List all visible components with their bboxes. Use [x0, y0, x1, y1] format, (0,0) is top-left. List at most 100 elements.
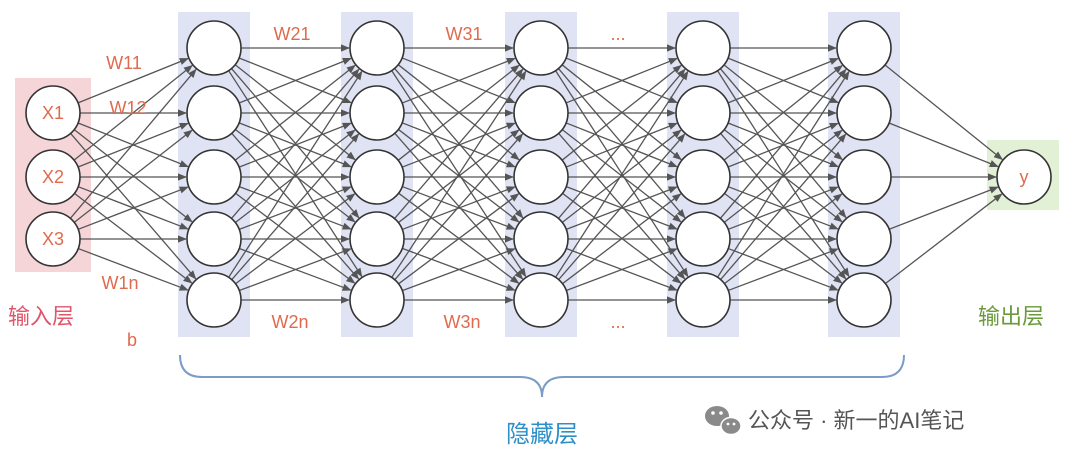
- hidden-node-l4-1: [675, 20, 731, 76]
- edge-h4-3-h5-2: [727, 122, 839, 168]
- hidden-node-l4-4: [675, 211, 731, 267]
- edge-input-3-h1-1: [69, 68, 197, 219]
- hidden-node-l1-1: [186, 20, 242, 76]
- edge-h5-5-output: [885, 193, 1003, 285]
- hidden-node-l2-5: [349, 272, 405, 328]
- edge-h3-4-h4-2: [561, 129, 682, 223]
- edge-h3-3-h4-2: [565, 122, 678, 168]
- input-node-3: [25, 211, 81, 267]
- hidden-node-l2-4: [349, 211, 405, 267]
- hidden-node-l2-3: [349, 149, 405, 205]
- input-node-1: [25, 85, 81, 141]
- input-layer-label: 输入层: [8, 304, 74, 329]
- edge-h2-4-h3-2: [398, 129, 520, 224]
- edge-h3-2-h4-1: [565, 57, 678, 104]
- hidden-node-l3-3: [513, 149, 569, 205]
- weight-label-ellipsis-top: ...: [610, 24, 625, 44]
- edge-h1-5-h2-2: [231, 133, 360, 281]
- edge-h2-3-h3-2: [401, 122, 516, 168]
- output-layer-label: 输出层: [978, 304, 1044, 329]
- edge-input-3-h1-2: [73, 129, 193, 223]
- hidden-node-l3-2: [513, 85, 569, 141]
- edge-h1-3-h2-2: [238, 122, 352, 168]
- hidden-node-l5-1: [836, 20, 892, 76]
- edge-h4-4-h5-2: [723, 129, 843, 223]
- edge-h4-3-h5-1: [723, 64, 843, 161]
- hidden-node-l5-4: [836, 211, 892, 267]
- edge-h1-4-h2-1: [231, 68, 360, 219]
- edge-input-2-h1-5: [74, 192, 193, 284]
- hidden-node-l3-4: [513, 211, 569, 267]
- hidden-node-l4-2: [675, 85, 731, 141]
- hidden-node-l1-5: [186, 272, 242, 328]
- edge-h2-5-h3-3: [398, 193, 520, 285]
- hidden-node-l1-4: [186, 211, 242, 267]
- weight-label-w12: W12: [109, 98, 146, 118]
- edge-input-3-h1-3: [77, 186, 189, 230]
- hidden-node-l5-5: [836, 272, 892, 328]
- edge-h2-4-h3-1: [394, 68, 524, 219]
- input-node-2: [25, 149, 81, 205]
- hidden-node-l1-2: [186, 85, 242, 141]
- edge-h1-5-h2-3: [235, 193, 356, 285]
- edge-h4-5-h5-4: [728, 248, 839, 292]
- weight-label-w3n: W3n: [443, 312, 480, 332]
- edge-input-1-h1-1: [77, 57, 189, 104]
- edge-h3-5-h4-3: [562, 193, 682, 285]
- edge-h5-2-output: [888, 122, 999, 168]
- input-node-1-label: X1: [42, 103, 64, 123]
- edge-h2-5-h3-4: [402, 248, 516, 292]
- edge-h2-2-h3-1: [401, 57, 516, 104]
- wechat-icon: [705, 406, 742, 436]
- edge-h5-1-output: [884, 64, 1003, 160]
- hidden-node-l2-2: [349, 85, 405, 141]
- weight-label-w1n: W1n: [101, 273, 138, 293]
- hidden-node-l5-3: [836, 149, 892, 205]
- output-node: [996, 149, 1052, 205]
- watermark-text: 公众号 · 新一的AI笔记: [748, 408, 964, 433]
- edge-h4-5-h5-1: [716, 70, 850, 278]
- edge-h4-4-h5-3: [727, 186, 839, 230]
- hidden-node-l1-3: [186, 149, 242, 205]
- edge-h3-4-h4-3: [565, 186, 678, 230]
- edge-h3-5-h4-2: [558, 133, 686, 281]
- edge-h4-5-h5-2: [720, 133, 847, 280]
- watermark: 公众号 · 新一的AI笔记: [705, 406, 964, 436]
- edge-input-1-h1-5: [70, 133, 197, 280]
- edge-h1-5-h2-1: [228, 70, 363, 278]
- edge-h2-3-h3-1: [397, 64, 520, 161]
- edge-h3-3-h4-1: [561, 64, 682, 161]
- weight-label-w31: W31: [445, 24, 482, 44]
- edge-h3-5-h4-1: [555, 70, 689, 278]
- output-node-label: y: [1020, 167, 1029, 187]
- hidden-node-l4-3: [675, 149, 731, 205]
- edge-h1-4-h2-3: [239, 186, 352, 231]
- edge-h5-4-output: [888, 186, 999, 230]
- hidden-node-l3-5: [513, 272, 569, 328]
- edge-input-3-h1-5: [78, 247, 189, 291]
- edge-h1-3-h2-1: [234, 64, 356, 161]
- edge-h3-4-h4-1: [557, 68, 686, 219]
- hidden-node-l5-2: [836, 85, 892, 141]
- edge-h4-2-h5-1: [727, 57, 839, 104]
- edge-h1-2-h2-1: [238, 57, 352, 104]
- hidden-node-l3-1: [513, 20, 569, 76]
- hidden-node-l2-1: [349, 20, 405, 76]
- edge-h1-4-h2-2: [234, 129, 356, 224]
- weight-label-w11: W11: [106, 53, 142, 73]
- bias-label: b: [127, 330, 137, 350]
- hidden-node-l4-5: [675, 272, 731, 328]
- edge-h1-5-h2-4: [239, 248, 352, 292]
- weight-label-w2n: W2n: [271, 312, 308, 332]
- edge-h2-5-h3-2: [394, 133, 524, 281]
- weight-label-ellipsis-bottom: ...: [610, 312, 625, 332]
- edge-h2-4-h3-3: [402, 186, 516, 231]
- edge-h2-5-h3-1: [391, 70, 527, 278]
- edge-h4-4-h5-1: [719, 68, 847, 219]
- input-node-2-label: X2: [42, 167, 64, 187]
- edge-input-2-h1-2: [77, 122, 189, 168]
- weight-label-w21: W21: [273, 24, 310, 44]
- hidden-layer-brace: [179, 354, 905, 398]
- hidden-layer-label: 隐藏层: [506, 421, 578, 448]
